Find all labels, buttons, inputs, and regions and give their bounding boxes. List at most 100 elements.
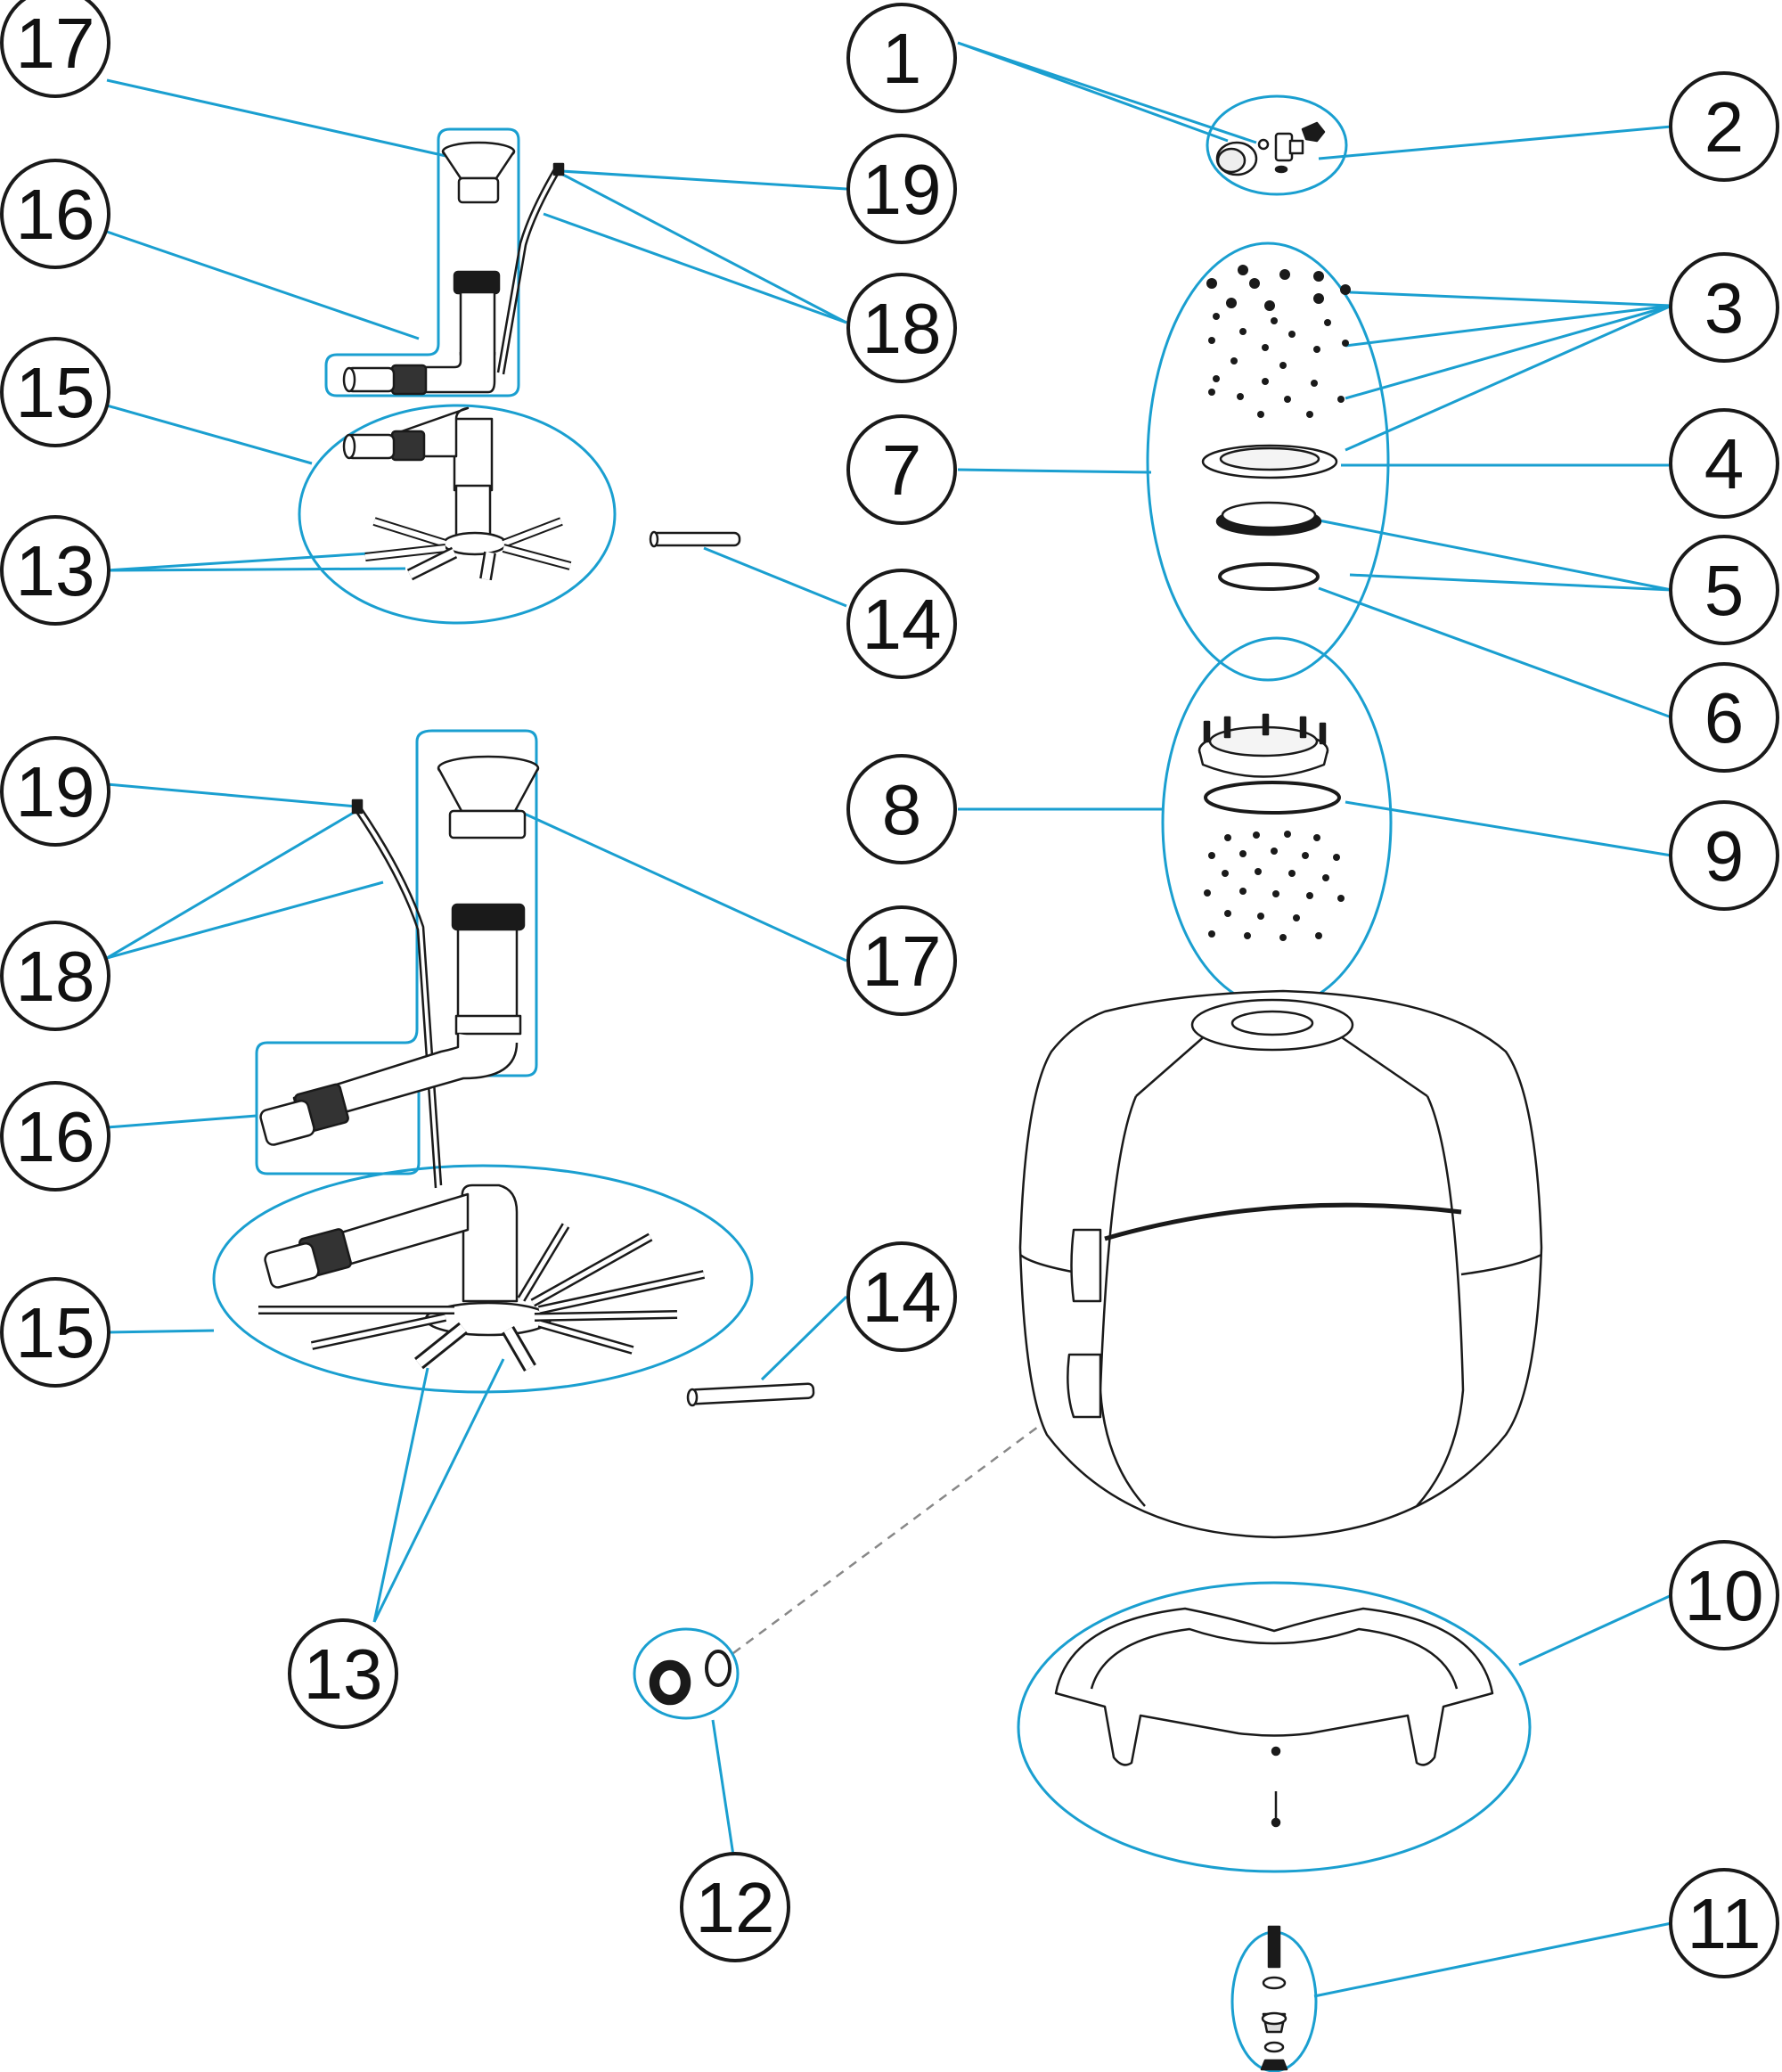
callout-circle: [0, 1277, 110, 1388]
leader-15b: [106, 1329, 215, 1334]
callout-number: 7: [882, 430, 922, 510]
leader-13b-2: [372, 1358, 505, 1623]
callout-circle: [846, 134, 957, 244]
callout-number: 12: [696, 1868, 775, 1947]
leader-19a: [560, 169, 847, 191]
leader-12: [711, 1719, 737, 1868]
part-drawings: [258, 121, 1543, 2071]
callout-number: 18: [16, 937, 95, 1016]
lateral-14a: [649, 530, 741, 548]
leader-14b: [760, 1295, 848, 1381]
leader-15a: [106, 404, 313, 465]
fitting-12: [649, 1650, 732, 1706]
leader-16b: [106, 1114, 257, 1129]
callout-c9: 9: [1669, 800, 1779, 911]
callout-number: 19: [862, 150, 942, 229]
callout-circle: [1669, 408, 1779, 519]
leader-9: [1345, 800, 1672, 857]
callout-c6: 6: [1669, 662, 1779, 773]
callout-number: 17: [862, 921, 942, 1001]
callout-c13a: 13: [0, 515, 110, 626]
pipe-16b: [259, 903, 526, 1146]
rod-18a: [496, 162, 565, 375]
callout-number: 18: [862, 289, 942, 368]
outline-16b: [255, 729, 538, 1175]
callout-number: 4: [1704, 424, 1745, 504]
pipe-16a: [342, 270, 501, 396]
leader-18b-2: [106, 880, 384, 960]
lateral-14b: [686, 1382, 815, 1407]
callout-circle: [846, 3, 957, 113]
leader-18a-1: [560, 172, 847, 324]
manifold-15b: [258, 1183, 706, 1372]
dashed-connector: [732, 1402, 1070, 1655]
callout-number: 19: [16, 752, 95, 831]
callout-circle: [846, 1241, 957, 1352]
callout-circle: [0, 337, 110, 447]
base-10: [1054, 1607, 1494, 1828]
callout-number: 13: [304, 1634, 383, 1714]
callout-circle: [0, 921, 110, 1031]
callout-number: 16: [16, 1097, 95, 1176]
callout-c12: 12: [680, 1852, 790, 1962]
outline-10: [1017, 1581, 1532, 1873]
callout-c4: 4: [1669, 408, 1779, 519]
callout-circle: [1669, 252, 1779, 363]
callout-circle: [1669, 662, 1779, 773]
callout-number: 2: [1704, 87, 1745, 167]
hardware-11: [1260, 1925, 1288, 2071]
cover-5: [1215, 501, 1322, 536]
callout-circle: [0, 1081, 110, 1192]
leader-1-2: [957, 41, 1257, 144]
leader-5-2: [1349, 573, 1672, 592]
callout-circle: [1669, 71, 1779, 182]
callout-c16a: 16: [0, 159, 110, 269]
leader-13b-1: [372, 1367, 429, 1623]
leader-10: [1518, 1593, 1672, 1667]
callout-number: 13: [16, 531, 95, 610]
valve-parts-1-2: [1215, 121, 1326, 176]
leader-17a: [106, 78, 486, 167]
callout-number: 5: [1704, 551, 1745, 630]
callout-c7: 7: [846, 414, 957, 525]
callout-number: 3: [1704, 268, 1745, 348]
callout-c5: 5: [1669, 535, 1779, 645]
callout-c2: 2: [1669, 71, 1779, 182]
callout-circle: [288, 1618, 398, 1729]
outline-7: [1146, 242, 1390, 682]
leader-13a-2: [106, 567, 406, 572]
leader-19b: [106, 782, 357, 808]
callout-circle: [846, 569, 957, 679]
callout-number: 16: [16, 175, 95, 254]
callout-c8: 8: [846, 754, 957, 864]
funnel-17b: [437, 755, 540, 839]
callout-number: 14: [862, 585, 942, 664]
leader-6: [1318, 586, 1672, 719]
callout-circle: [846, 414, 957, 525]
callout-c14a: 14: [846, 569, 957, 679]
callout-c15b: 15: [0, 1277, 110, 1388]
collar-8: [1198, 713, 1329, 778]
callout-number: 17: [16, 4, 95, 83]
callout-number: 15: [16, 1293, 95, 1372]
callout-circle: [846, 273, 957, 383]
leader-2: [1318, 125, 1672, 160]
callout-circle: [0, 159, 110, 269]
flange-4: [1201, 444, 1338, 479]
funnel-17a: [441, 141, 516, 204]
callout-c1: 1: [846, 3, 957, 113]
callout-circle: [1669, 1868, 1779, 1978]
outline-8: [1161, 636, 1393, 1009]
callout-c10: 10: [1669, 1540, 1779, 1650]
holes-8: [1204, 831, 1345, 941]
callout-number: 11: [1687, 1884, 1761, 1963]
callout-c3: 3: [1669, 252, 1779, 363]
callout-c18b: 18: [0, 921, 110, 1031]
oring-9: [1204, 781, 1341, 815]
nozzles-3: [1206, 265, 1351, 418]
rod-18b: [351, 798, 443, 1189]
callout-number: 10: [1685, 1556, 1764, 1635]
filter-tank: [1018, 989, 1543, 1539]
callout-circle: [680, 1852, 790, 1962]
